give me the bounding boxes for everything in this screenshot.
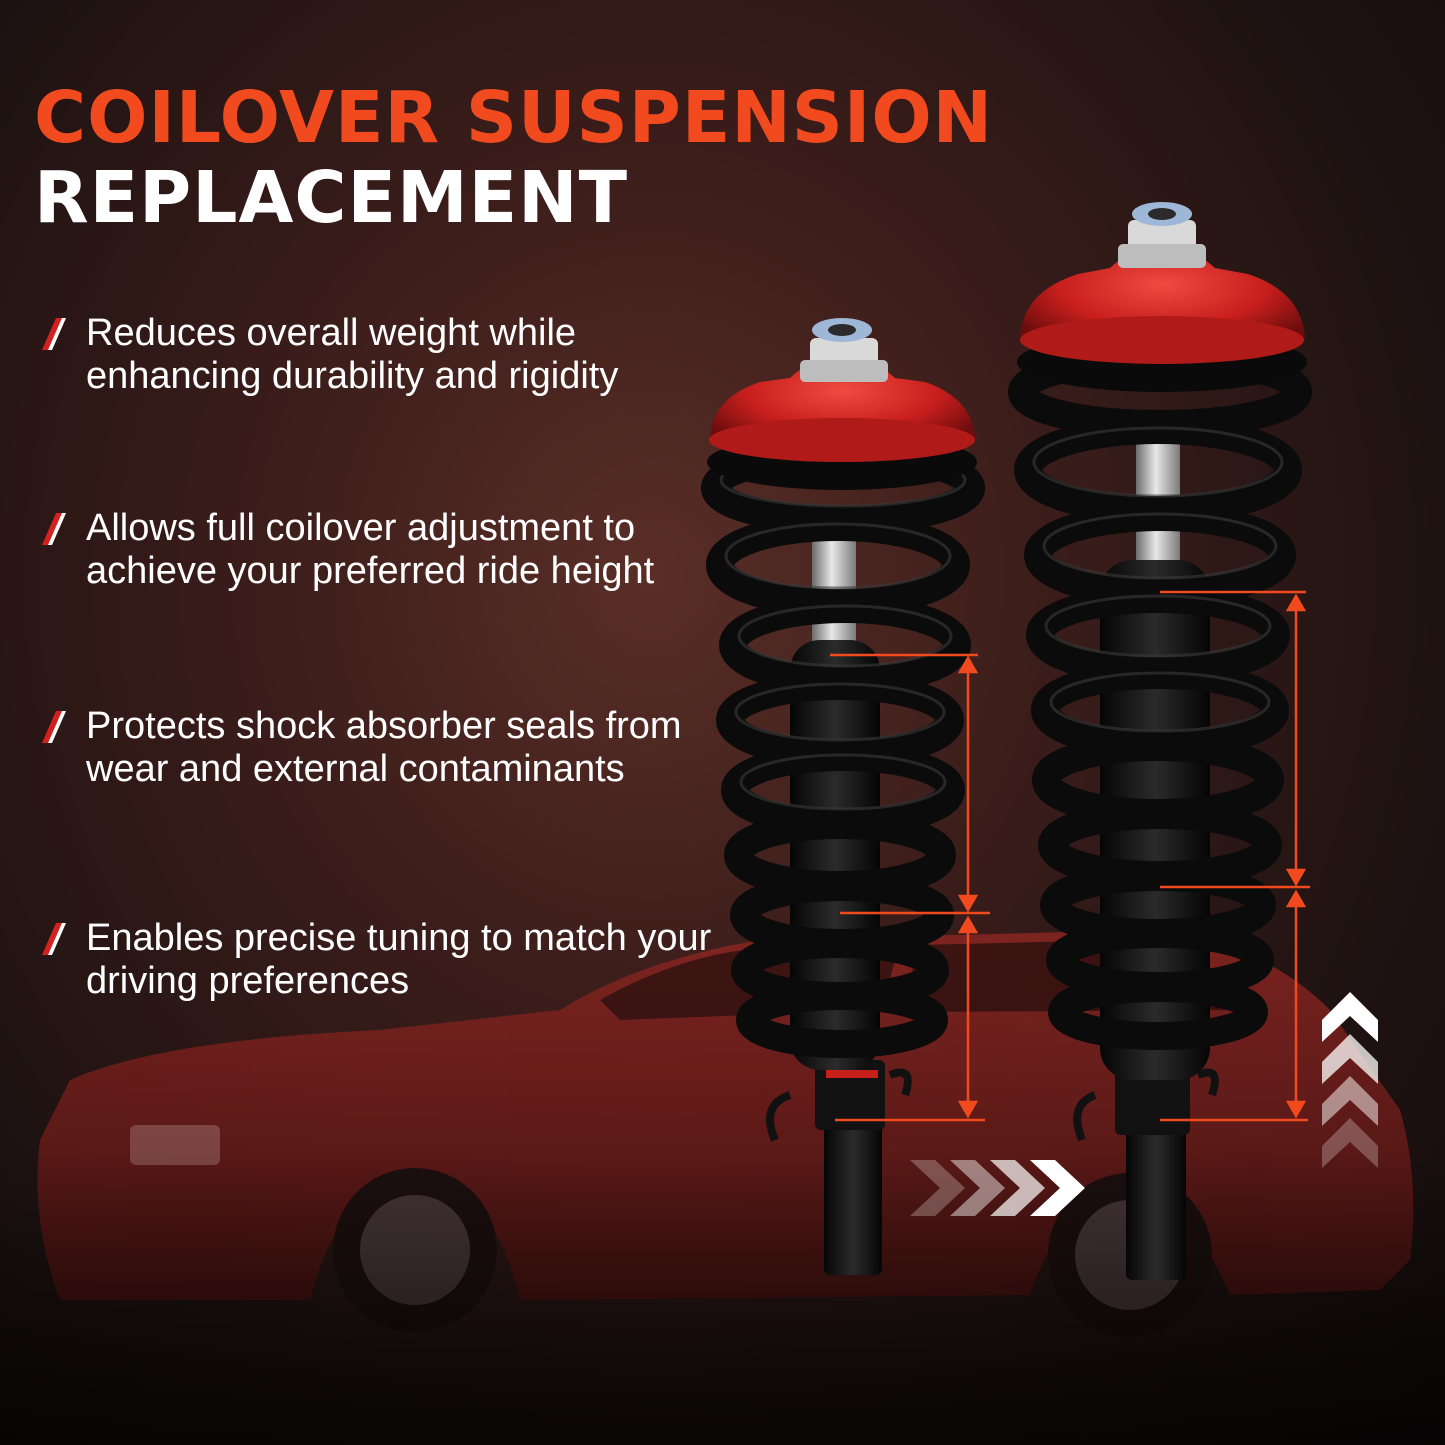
feature-text: Protects shock absorber seals from wear … xyxy=(86,705,682,790)
chevron-arrows-up-icon xyxy=(1322,992,1378,1168)
coilover-left xyxy=(701,318,985,1275)
slash-mark-icon xyxy=(42,923,66,955)
slash-mark-icon xyxy=(42,513,66,545)
chevron-arrows-right-icon xyxy=(910,1160,1085,1216)
feature-text: Enables precise tuning to match your dri… xyxy=(86,917,712,1002)
feature-item: Protects shock absorber seals from wear … xyxy=(36,705,736,791)
feature-item: Allows full coilover adjustment to achie… xyxy=(36,507,736,593)
feature-item: Reduces overall weight while enhancing d… xyxy=(36,312,736,398)
slash-mark-icon xyxy=(42,318,66,350)
floor-shadow xyxy=(0,1150,1445,1445)
headline-line-1: COILOVER SUSPENSION xyxy=(34,76,994,159)
headline-line-2: REPLACEMENT xyxy=(34,156,629,239)
feature-text: Allows full coilover adjustment to achie… xyxy=(86,507,655,592)
feature-item: Enables precise tuning to match your dri… xyxy=(36,917,736,1003)
slash-mark-icon xyxy=(42,711,66,743)
feature-text: Reduces overall weight while enhancing d… xyxy=(86,312,619,397)
headline: COILOVER SUSPENSION REPLACEMENT xyxy=(34,78,993,238)
height-adjustment-arrows xyxy=(830,590,1310,1122)
